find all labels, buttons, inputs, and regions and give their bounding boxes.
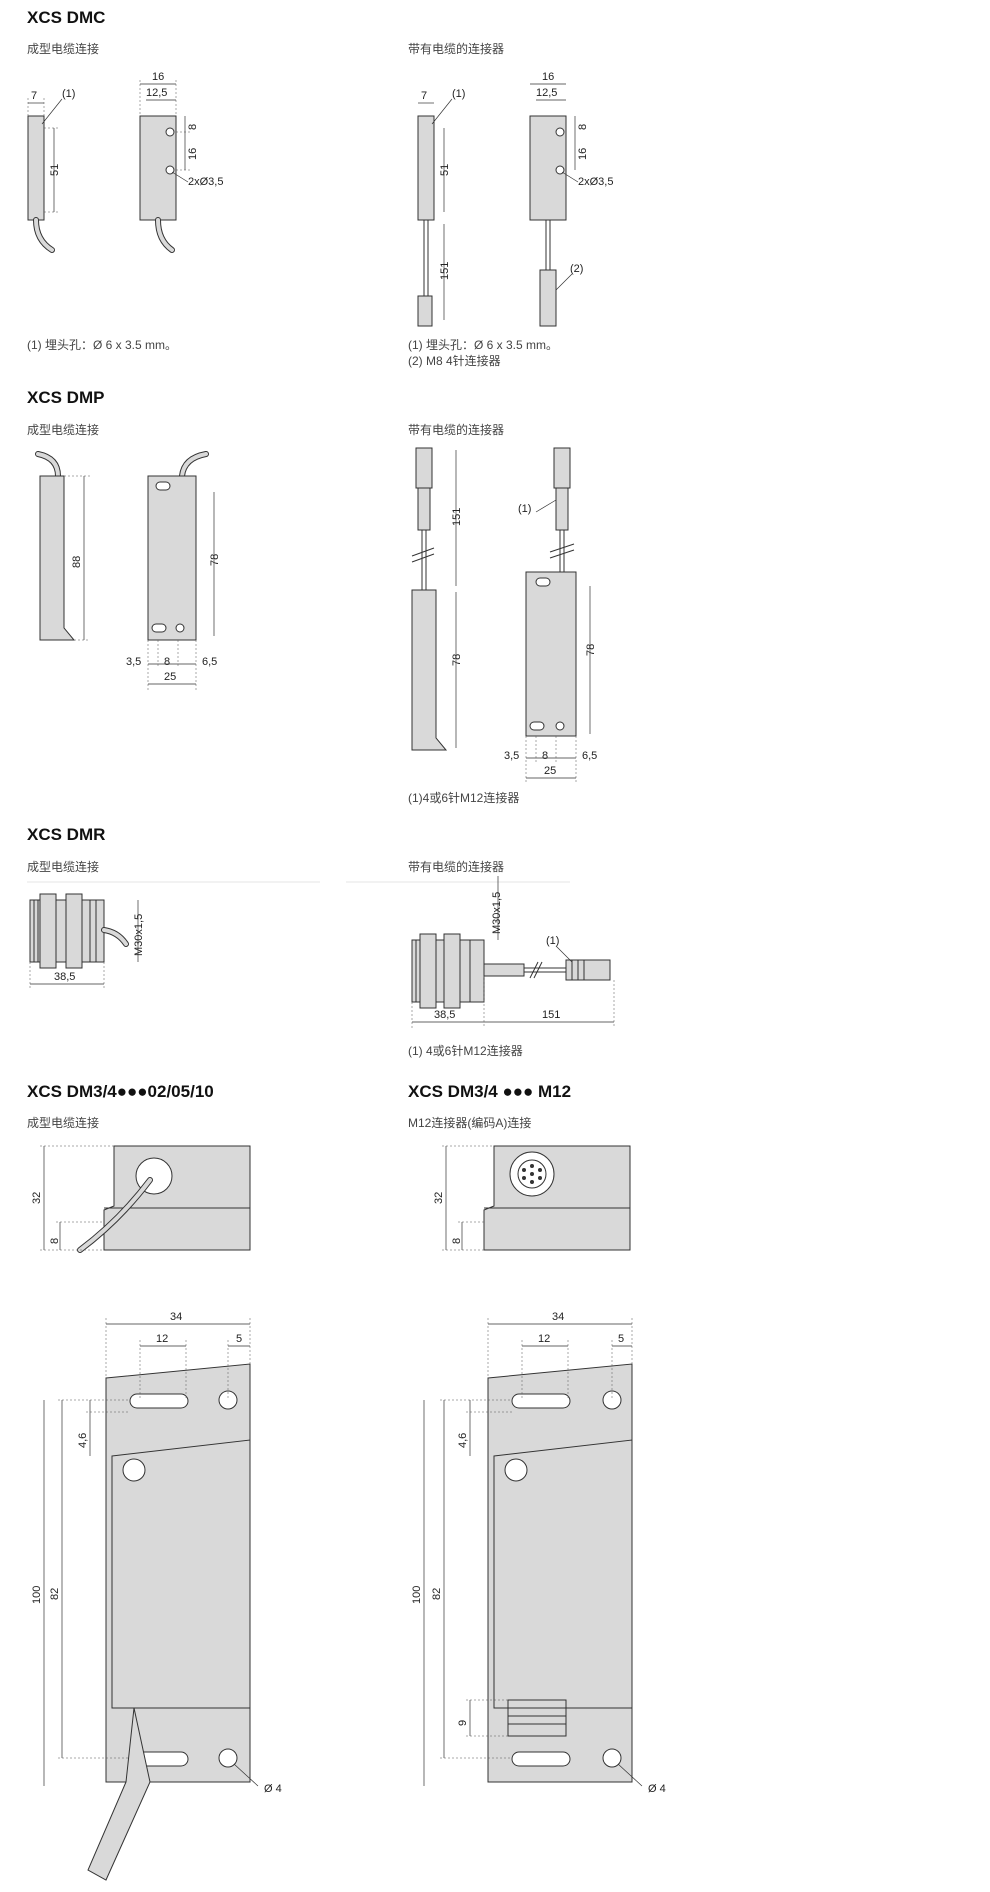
dm34-left-h82: 82: [49, 1588, 61, 1600]
dmp-left-body: 78: [209, 554, 221, 566]
dmc-left-width-12-5: 12,5: [146, 87, 167, 99]
dmp-left-b: 8: [164, 656, 170, 668]
dmp-left-len: 88: [71, 556, 83, 568]
dm34-right-top-view: 32 8: [433, 1145, 631, 1251]
subtitle-dmp-right: 带有电缆的连接器: [408, 423, 505, 437]
dmc-left-length: 51: [49, 164, 61, 176]
dmc-left-d16: 16: [187, 148, 199, 160]
dmc-right-callout-2: (2): [570, 263, 583, 275]
dmp-right-a: 3,5: [504, 750, 519, 762]
dmp-left-w: 25: [164, 671, 176, 683]
dm34-left-w5: 5: [236, 1333, 242, 1345]
dmr-right-callout-1: (1): [546, 935, 559, 947]
section-title-dmc: XCS DMC: [27, 8, 106, 27]
subtitle-dmp-left: 成型电缆连接: [27, 423, 100, 437]
dm34-right-h82: 82: [431, 1588, 443, 1600]
dmc-right-d8: 8: [577, 124, 589, 130]
subtitle-dmr-left: 成型电缆连接: [27, 860, 100, 874]
dm34-left-h32: 32: [31, 1192, 43, 1204]
dm34-right-front-view: 34 12 5 100 82 4,6 9 Ø 4: [411, 1311, 666, 1795]
dm34-left-front-view: 34 12 5 100 82 4,6 Ø 4: [31, 1311, 282, 1881]
section-title-dm34-right: XCS DM3/4 ●●● M12: [408, 1082, 572, 1101]
dmc-left-d8: 8: [187, 124, 199, 130]
dm34-left-top-view: 32 8: [31, 1145, 251, 1253]
note-dmp-right-1: (1)4或6针M12连接器: [408, 791, 520, 805]
dmc-right-holes: 2xØ3,5: [578, 176, 613, 188]
dmc-right-cable: 151: [439, 262, 451, 280]
dmp-right-c: 6,5: [582, 750, 597, 762]
dmp-right-side-view: 151 78: [411, 447, 463, 751]
dmp-left-front-view: 78 3,5 8 6,5 25: [126, 451, 221, 690]
note-dmc-left-1: (1) 埋头孔：Ø 6 x 3.5 mm。: [27, 338, 178, 352]
dmc-left-side-view: 7 (1) 51: [27, 88, 75, 253]
dm34-right-h9: 9: [457, 1720, 469, 1726]
subtitle-dmr-right: 带有电缆的连接器: [408, 860, 505, 874]
dm34-right-w12: 12: [538, 1333, 550, 1345]
dmr-left-thread: M30x1,5: [133, 914, 145, 956]
dmc-right-callout-1: (1): [452, 88, 465, 100]
subtitle-dm34-right: M12连接器(编码A)连接: [408, 1116, 532, 1130]
dmr-right-cable: 151: [542, 1009, 560, 1021]
dmc-left-callout-1: (1): [62, 88, 75, 100]
dm34-left-w34: 34: [170, 1311, 182, 1323]
dm34-right-w34: 34: [552, 1311, 564, 1323]
note-dmc-right-2: (2) M8 4针连接器: [408, 354, 501, 368]
dmc-right-width-12-5: 12,5: [536, 87, 557, 99]
dm34-right-h100: 100: [411, 1586, 423, 1604]
dmp-left-c: 6,5: [202, 656, 217, 668]
dm34-right-hole: Ø 4: [648, 1783, 666, 1795]
note-dmr-right-1: (1) 4或6针M12连接器: [408, 1044, 523, 1058]
dm34-right-w5: 5: [618, 1333, 624, 1345]
dmc-left-width-16: 16: [152, 71, 164, 83]
dmp-right-cable: 151: [451, 508, 463, 526]
dmp-right-w: 25: [544, 765, 556, 777]
dmr-left-view: M30x1,5 38,5: [29, 893, 145, 990]
dmc-right-side-view: 7 (1) 51 151: [417, 88, 465, 327]
subtitle-dmc-right: 带有电缆的连接器: [408, 42, 505, 56]
dmc-left-holes: 2xØ3,5: [188, 176, 223, 188]
dmp-right-callout-1: (1): [518, 503, 531, 515]
dmp-left-a: 3,5: [126, 656, 141, 668]
dmr-left-len: 38,5: [54, 971, 75, 983]
dmp-right-body: 78: [451, 654, 463, 666]
dmr-right-thread: M30x1,5: [491, 892, 503, 934]
note-dmc-right-1: (1) 埋头孔：Ø 6 x 3.5 mm。: [408, 338, 559, 352]
dmr-right-len: 38,5: [434, 1009, 455, 1021]
dmc-left-width: 7: [31, 90, 37, 102]
dmc-left-front-view: 16 12,5 8 16 2xØ3,5: [139, 71, 223, 253]
dmp-right-front-view: (1) 78 3,5 8 6,5 25: [504, 447, 597, 784]
dmc-right-front-view: 16 12,5 8 16 2xØ3,5 (2): [529, 71, 613, 327]
dmp-right-body-78: 78: [585, 644, 597, 656]
dm34-left-w12: 12: [156, 1333, 168, 1345]
dmc-right-d16: 16: [577, 148, 589, 160]
section-title-dmr: XCS DMR: [27, 825, 106, 844]
section-title-dmp: XCS DMP: [27, 388, 105, 407]
dm34-left-h8: 8: [49, 1238, 61, 1244]
dmc-right-width: 7: [421, 90, 427, 102]
dm34-left-h46: 4,6: [77, 1433, 89, 1448]
subtitle-dm34-left: 成型电缆连接: [27, 1116, 100, 1130]
dm34-right-h32: 32: [433, 1192, 445, 1204]
dm34-right-h8: 8: [451, 1238, 463, 1244]
subtitle-dmc-left: 成型电缆连接: [27, 42, 100, 56]
dm34-left-h100: 100: [31, 1586, 43, 1604]
section-title-dm34-left: XCS DM3/4●●●02/05/10: [27, 1082, 214, 1101]
dm34-left-hole: Ø 4: [264, 1783, 282, 1795]
dmc-right-width-16: 16: [542, 71, 554, 83]
dmp-left-side-view: 88: [35, 451, 90, 641]
dmp-right-b: 8: [542, 750, 548, 762]
dm34-right-h46: 4,6: [457, 1433, 469, 1448]
dmr-right-view: M30x1,5 (1) 38,5 151: [411, 876, 615, 1028]
dmc-right-length: 51: [439, 164, 451, 176]
